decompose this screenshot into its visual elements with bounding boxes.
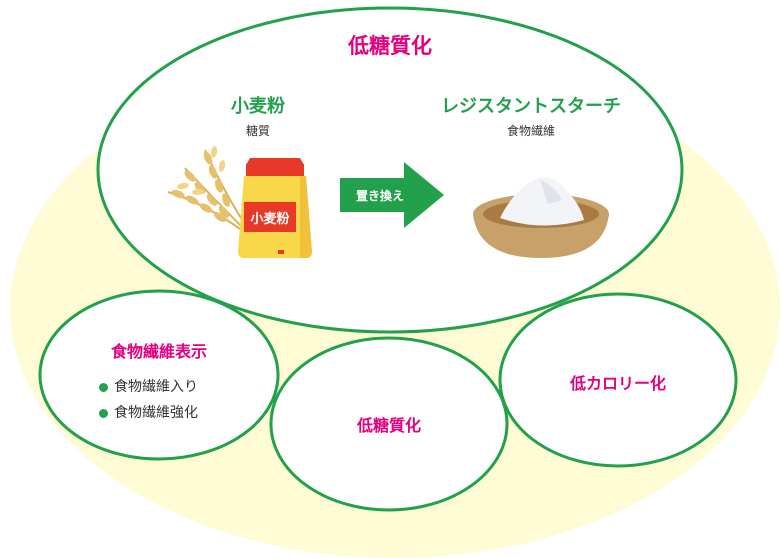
circle-low-calorie — [498, 292, 738, 468]
fiber-label-list: 食物繊維入り 食物繊維強化 — [99, 374, 198, 426]
circle-fiber-label — [38, 289, 280, 461]
arrow-right-icon — [340, 162, 444, 228]
bullet-dot-icon — [99, 382, 108, 392]
main-title: 低糖質化 — [348, 34, 432, 58]
fiber-label-title: 食物繊維表示 — [110, 342, 208, 361]
right-sub: 食物繊維 — [506, 124, 556, 138]
list-item-label: 食物繊維強化 — [114, 405, 198, 421]
bullet-dot-icon — [99, 408, 108, 418]
starch-bowl-icon — [473, 177, 609, 258]
list-item: 食物繊維入り — [99, 374, 198, 400]
list-item-label: 食物繊維入り — [114, 379, 198, 395]
circle-low-sugar — [269, 336, 509, 512]
low-sugar-title: 低糖質化 — [356, 416, 422, 435]
left-heading: 小麦粉 — [231, 96, 285, 117]
low-calorie-title: 低カロリー化 — [569, 374, 667, 393]
right-heading: レジスタントスターチ — [441, 96, 621, 117]
flour-bag-icon — [238, 158, 312, 258]
left-sub: 糖質 — [245, 124, 271, 138]
list-item: 食物繊維強化 — [99, 400, 198, 426]
arrow-label: 置き換え — [355, 189, 405, 203]
bag-label: 小麦粉 — [250, 212, 290, 227]
